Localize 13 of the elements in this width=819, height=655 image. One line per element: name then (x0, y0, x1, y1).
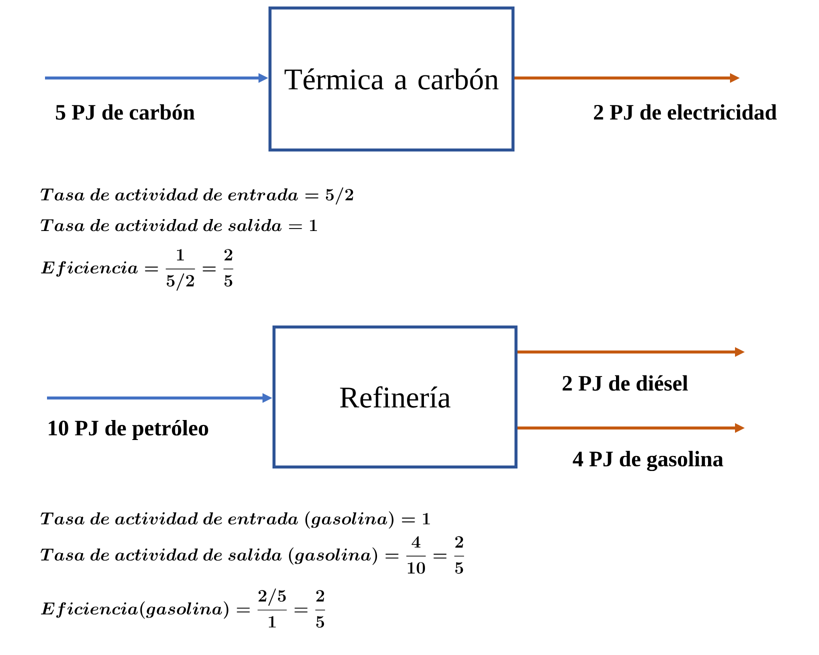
edge-label: 10 PJ de petróleo (48, 420, 208, 440)
formula: $Tasa\ de\ actividad\ de\ entrada = 5/2$ (40, 187, 354, 205)
formula: $Tasa\ de\ actividad\ de\ salida = 1$ (40, 219, 317, 232)
process-box: Térmica a carbón (268, 6, 514, 152)
edge-label: 4 PJ de gasolina (572, 450, 724, 472)
edge-label: 5 PJ de carbón (56, 104, 195, 120)
formula: $Tasa\ de\ actividad\ de\ entrada\ (gasolina) = 1$ (40, 511, 430, 529)
formula: $Eficiencia(gasolina) = \dfrac{2/5}{1} = \dfrac{2}{5}$ (40, 588, 326, 628)
formula: $Eficiencia = \dfrac{1}{5/2} = \dfrac{2}{5}$ (40, 249, 234, 291)
edge-label: 2 PJ de diésel (562, 375, 688, 391)
process-box: Refinería (272, 325, 518, 468)
formula: $Tasa\ de\ actividad\ de\ salida\ (gasolina) = \dfrac{4}{10} = \dfrac{2}{5}$ (40, 536, 464, 574)
edge-label: 2 PJ de electricidad (594, 104, 777, 120)
